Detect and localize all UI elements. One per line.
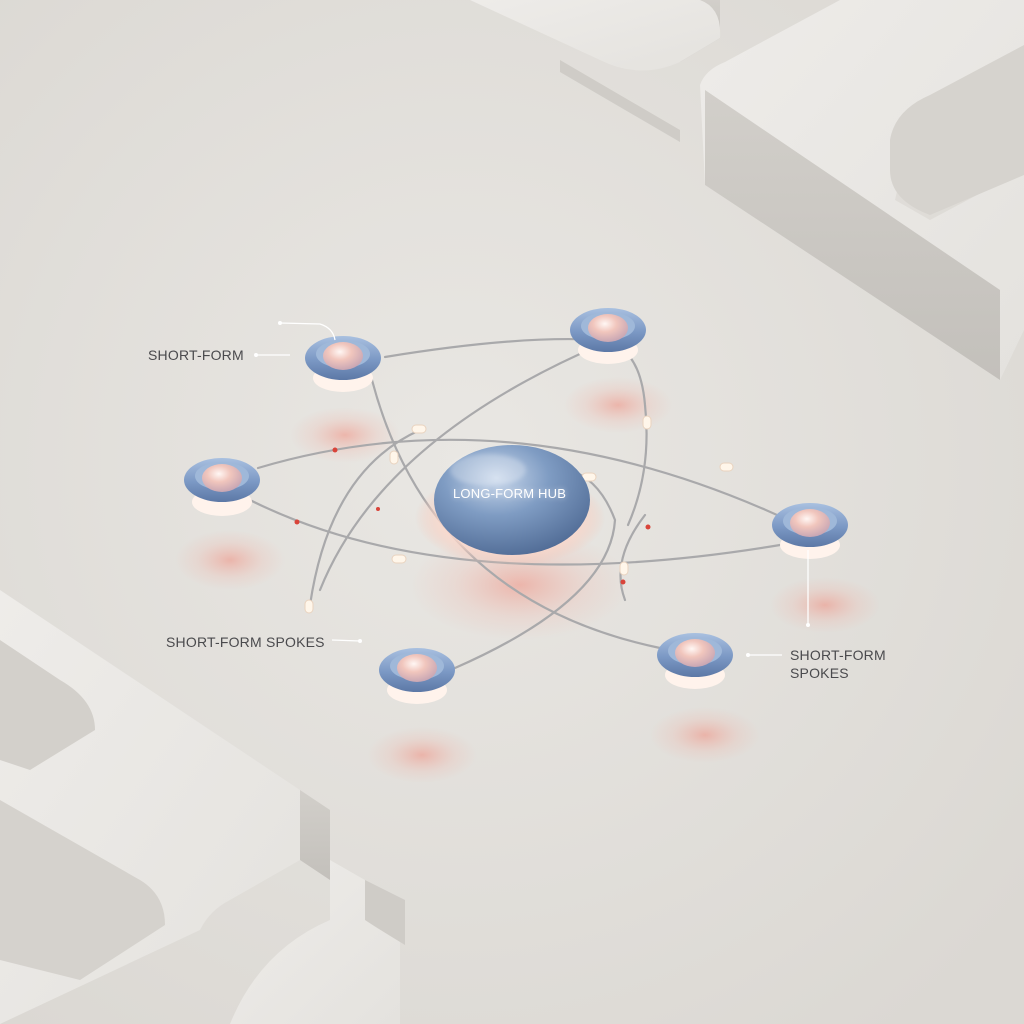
short-form-spokes-label-left: SHORT-FORM SPOKES xyxy=(166,634,325,650)
connector-arc-4 xyxy=(318,343,602,592)
leader-dots xyxy=(254,321,810,657)
connector-arc-7 xyxy=(308,428,422,607)
spoke-node xyxy=(305,336,381,392)
spoke-node xyxy=(772,503,848,559)
connector-arc-2 xyxy=(256,438,807,530)
spoke-node xyxy=(570,308,646,364)
leader-line-top-left-curve xyxy=(279,322,336,341)
short-form-spokes-label-right: SHORT-FORM SPOKES xyxy=(790,647,886,681)
long-form-hub xyxy=(415,445,605,566)
floor-glows xyxy=(175,377,880,783)
accent-dots xyxy=(294,447,651,585)
leader-lines xyxy=(256,322,809,656)
spoke-node xyxy=(657,633,733,689)
connector-arc-8 xyxy=(619,513,647,602)
connector-arc-6 xyxy=(453,468,617,670)
connector-beads xyxy=(304,415,734,614)
isometric-block-bottom-left xyxy=(0,590,405,1024)
hub-label: LONG-FORM HUB xyxy=(453,486,567,501)
spoke-connectors xyxy=(248,337,807,670)
spoke-node xyxy=(379,648,455,704)
leader-line-bottom-left xyxy=(331,639,361,642)
spoke-node xyxy=(184,458,260,516)
isometric-block-top-right xyxy=(470,0,1024,380)
short-form-label: SHORT-FORM xyxy=(148,347,244,363)
